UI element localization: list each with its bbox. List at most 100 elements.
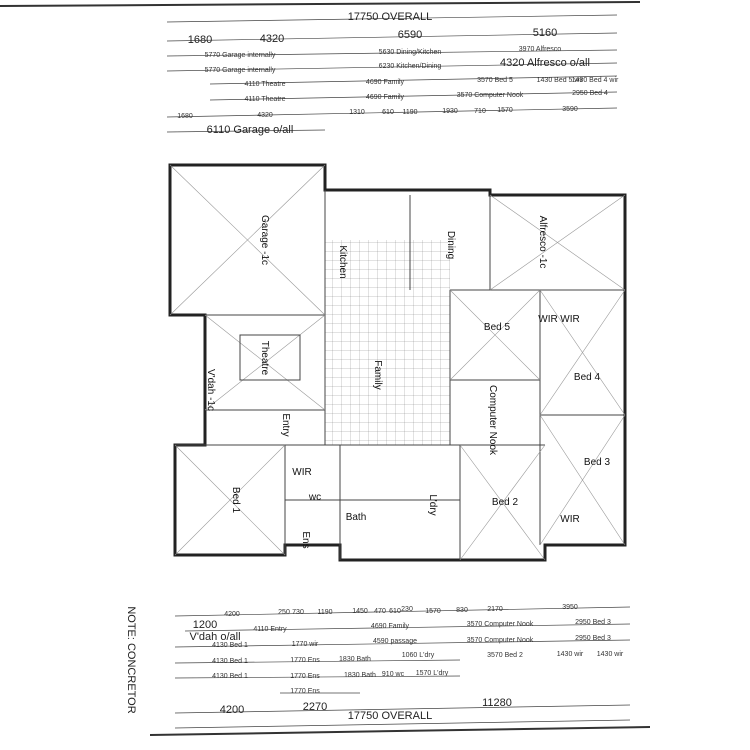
bottom-dimension-label: 2270 (303, 701, 327, 713)
top-dimension-label: 3570 Bed 5 (477, 77, 513, 84)
walls (168, 163, 627, 562)
bottom-dimension-label: 4110 Entry (253, 626, 287, 633)
room-label: Bed 4 (574, 372, 601, 383)
top-dimension-label: 17750 OVERALL (348, 11, 432, 23)
bottom-dimension-label: 730 (292, 609, 304, 616)
room-label: Kitchen (337, 245, 348, 278)
bottom-dimension-label: 1570 L'dry (416, 670, 449, 677)
top-dimension-label: 1430 Bed 5 wir (537, 77, 584, 84)
top-dimension-label: 3570 Computer Nook (457, 92, 524, 99)
bottom-dimension-label: 1830 Bath (344, 672, 376, 679)
dimension-line (209, 75, 618, 85)
dimension-line (174, 675, 461, 679)
bottom-dimension-label: 910 wc (382, 671, 405, 678)
top-dimension-label: 4320 (260, 33, 284, 45)
dimension-line (166, 32, 618, 42)
dimension-lines (166, 14, 631, 729)
room-label: Bath (346, 512, 367, 523)
room-label: V'dah -1c (205, 369, 216, 411)
top-dimension-label: 4110 Theatre (245, 81, 286, 88)
room-label: Alfresco -1c (537, 216, 548, 269)
bottom-dimension-label: 1830 Bath (339, 656, 371, 663)
bottom-dimension-label: 470 (374, 608, 386, 615)
room-label: Theatre (259, 341, 270, 376)
bottom-dimension-label: 4130 Bed 1 (212, 673, 248, 680)
top-dimension-label: 6230 Kitchen/Dining (379, 63, 442, 70)
bottom-dimension-label: 1430 wir (597, 651, 624, 658)
bottom-dimension-label: 4200 (220, 704, 244, 716)
dimension-line (166, 107, 618, 118)
bottom-dimension-label: 230 (401, 606, 413, 613)
bottom-dimension-label: 2950 Bed 3 (575, 635, 611, 642)
top-dimension-label: 1680 (188, 34, 212, 46)
top-dimension-label: 610 (382, 109, 394, 116)
room-label: Bed 2 (492, 497, 519, 508)
top-dimension-label: 4690 Family (366, 79, 405, 86)
top-dimension-label: 2950 Bed 4 (572, 90, 608, 97)
bottom-dimension-label: 1570 (425, 608, 441, 615)
dimension-line (174, 639, 631, 648)
top-dimension-label: 3590 (562, 106, 578, 113)
room-label: wc (308, 492, 321, 503)
top-dimension-label: 1570 (497, 107, 513, 114)
bottom-dimension-label: 3950 (562, 604, 578, 611)
room-label: WIR (560, 514, 579, 525)
room-label: Bed 3 (584, 457, 611, 468)
room-label: Bed 5 (484, 322, 511, 333)
bottom-dimension-label: 1450 (352, 608, 368, 615)
top-dimension-label: 1190 (402, 109, 417, 116)
bottom-dimension-label: 1770 Ens (290, 657, 320, 664)
bottom-dimension-label: 3570 Bed 2 (487, 652, 523, 659)
bottom-dimension-label: 830 (456, 607, 468, 614)
room-label: Ens (300, 531, 311, 548)
room-label: Garage -1c (259, 215, 270, 265)
room-label: Dining (445, 231, 456, 259)
dimension-line (184, 623, 631, 632)
room-label: WIR (560, 314, 579, 325)
top-dimension-label: 5160 (533, 27, 557, 39)
bottom-dimension-label: 1770 Ens (290, 688, 320, 695)
dimension-line (166, 49, 618, 57)
room-label: Computer Nook (487, 385, 498, 456)
note-label: NOTE: CONCRETOR (125, 606, 137, 713)
page-bottom-edge (149, 726, 651, 736)
bottom-dimension-label: 610 (389, 608, 401, 615)
dimension-line (174, 704, 631, 714)
dimension-line (166, 62, 618, 72)
top-dimension-label: 6590 (398, 29, 422, 41)
top-dimension-label: 5770 Garage internally (205, 67, 276, 74)
bottom-dimension-label: 3570 Computer Nook (467, 621, 534, 628)
top-dimension-label: 3970 Alfresco (519, 46, 562, 53)
bottom-dimension-label: 4690 Family (371, 623, 410, 630)
room-label: Bed 1 (230, 487, 241, 514)
dimension-line (166, 14, 618, 23)
dimension-line (166, 129, 326, 133)
top-dimension-label: 1680 (177, 113, 193, 120)
bottom-dimension-label: 250 (278, 609, 290, 616)
room-label: L'dry (427, 494, 438, 515)
bottom-dimension-label: 17750 OVERALL (348, 710, 432, 722)
top-dimension-label: 4690 Family (366, 94, 405, 101)
bottom-dimension-label: 4200 (224, 611, 240, 618)
bottom-dimension-label: 2170 (487, 606, 503, 613)
bottom-dimension-label: 2950 Bed 3 (575, 619, 611, 626)
dimension-line (174, 606, 631, 617)
top-dimension-label: 5770 Garage internally (205, 52, 276, 59)
top-dimension-label: 1430 Bed 4 wir (572, 77, 619, 84)
top-dimension-label: 1930 (442, 108, 458, 115)
room-label: Family (372, 360, 383, 389)
bottom-dimension-label: 1770 wir (292, 641, 319, 648)
top-dimension-label: 4320 Alfresco o/all (500, 57, 590, 69)
bottom-dimension-label: 4130 Bed 1 (212, 642, 248, 649)
bottom-dimension-label: 1430 wir (557, 651, 584, 658)
bottom-dimension-label: 1060 L'dry (402, 652, 435, 659)
bottom-dimension-label: 1190 (317, 609, 332, 616)
bottom-dimension-label: 4130 Bed 1 (212, 658, 248, 665)
room-label: WIR (538, 314, 557, 325)
room-label: Entry (280, 413, 291, 436)
bottom-dimension-label: 1200 (193, 619, 217, 631)
top-dimension-label: 4320 (257, 112, 273, 119)
bottom-dimension-label: 11280 (482, 697, 512, 709)
top-dimension-label: 5630 Dining/Kitchen (379, 49, 442, 56)
